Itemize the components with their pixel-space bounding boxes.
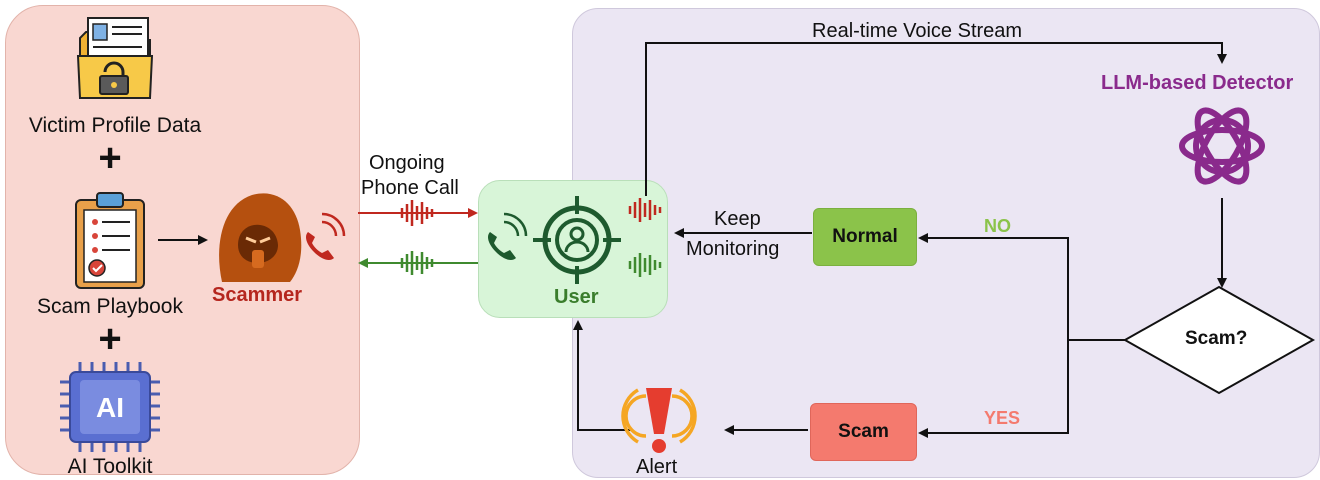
call-label-line1: Ongoing xyxy=(369,152,445,174)
user-target-icon xyxy=(533,196,621,284)
user-phone-icon xyxy=(488,212,528,260)
scam-playbook-label: Scam Playbook xyxy=(37,295,183,318)
scammer-phone-icon xyxy=(306,212,346,260)
user-red-wave xyxy=(628,198,662,222)
plus-sign-1: + xyxy=(98,136,122,180)
keep-monitoring-line2: Monitoring xyxy=(686,238,780,260)
normal-box: Normal xyxy=(813,208,917,266)
keep-monitoring-line1: Keep xyxy=(714,208,761,230)
yes-label: YES xyxy=(984,408,1021,428)
user-box xyxy=(478,180,668,318)
folder-lock-icon xyxy=(76,17,154,99)
voice-stream-label: Real-time Voice Stream xyxy=(812,20,1023,42)
clipboard-checklist-icon xyxy=(75,192,145,289)
plus-sign-2: + xyxy=(98,317,122,361)
victim-profile-label: Victim Profile Data xyxy=(28,114,202,137)
alert-label: Alert xyxy=(636,456,678,478)
decision-label: Scam? xyxy=(1185,328,1248,349)
ai-chip-text: AI xyxy=(96,392,124,423)
red-voice-wave xyxy=(400,200,434,226)
green-voice-wave xyxy=(400,251,434,275)
detector-title: LLM-based Detector xyxy=(1101,72,1294,94)
user-label: User xyxy=(554,286,599,308)
scammer-label: Scammer xyxy=(212,284,303,306)
scam-box: Scam xyxy=(810,403,917,461)
no-label: NO xyxy=(984,216,1011,236)
hooded-scammer-icon xyxy=(219,193,302,282)
yes-branch-arrow xyxy=(918,340,1069,438)
alert-icon xyxy=(621,388,697,453)
decision-diamond xyxy=(1122,285,1316,395)
call-label-line2: Phone Call xyxy=(361,177,459,199)
llm-knot-icon xyxy=(1179,107,1265,185)
ai-toolkit-label: AI Toolkit xyxy=(67,455,153,478)
user-green-wave xyxy=(628,253,662,277)
alert-to-user-arrow xyxy=(573,320,632,431)
ai-chip-icon: AI xyxy=(60,362,160,452)
voice-stream-arrow xyxy=(645,42,1227,196)
detection-panel xyxy=(572,8,1320,478)
no-branch-arrow xyxy=(918,233,1069,340)
